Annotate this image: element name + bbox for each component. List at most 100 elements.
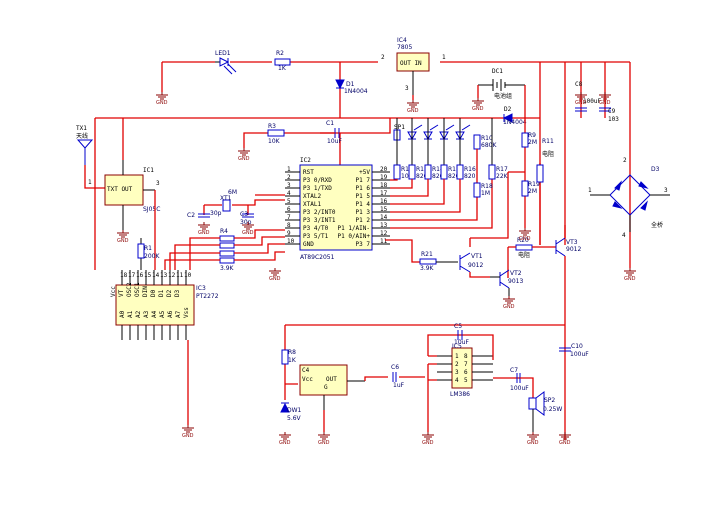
ic5-pin: 3: [455, 369, 459, 376]
ic2-pin-num: 3: [287, 182, 291, 189]
c2-ref: C2: [187, 212, 195, 219]
vt1-value: 9012: [468, 262, 483, 269]
r17-value: 22K: [496, 173, 509, 180]
decoder-ic3: IC3 PT2272 18VccA017VTA116OSC2A215OSC1A3…: [110, 270, 219, 340]
battery-dc1: DC1 电池组: [477, 68, 526, 118]
ic2-pin-num: 6: [287, 206, 291, 213]
r13-ref: R13: [416, 166, 428, 173]
r10-ref: R10: [481, 135, 493, 142]
ic2-pin-name: P1 3: [356, 209, 371, 216]
ic2-value: AT89C2051: [300, 254, 335, 261]
wires-r9: [470, 118, 541, 245]
r19-value: 2M: [528, 188, 537, 195]
ic2-pin-name: P1 7: [356, 177, 371, 184]
sp2-ref: SP2: [544, 397, 555, 404]
vt3-ref: VT3: [566, 239, 578, 246]
d2-ref: D2: [504, 106, 512, 113]
r14-value: 820: [432, 173, 444, 180]
capacitor-c9: C9 103: [599, 107, 619, 123]
ic2-pin-num: 17: [380, 190, 388, 197]
c6-ref: C6: [391, 364, 399, 371]
led-bar: SP1 R10 680K: [393, 124, 497, 150]
ground-icon: GND: [237, 147, 251, 162]
ic3-pin-num: 18: [120, 272, 128, 279]
resistor-r12: [393, 164, 401, 180]
ic2-pin-name: GND: [303, 241, 314, 248]
xt1-value: 6M: [228, 189, 237, 196]
ic3-pin-name: D0: [150, 289, 157, 297]
r12-ref: R12: [401, 166, 413, 173]
c10-ref: C10: [571, 343, 583, 350]
receiver-ic1: TXT OUT IC1 SJ05C 1 3: [88, 160, 160, 270]
d2-value: 1N4004: [503, 119, 527, 126]
led1-ref: LED1: [215, 50, 231, 57]
c8-ref: C8: [575, 81, 583, 88]
ic3-pin-name: A6: [167, 310, 174, 318]
r3-value: 10K: [268, 138, 281, 145]
ic2-pin-name: XTAL2: [303, 193, 321, 200]
ground-label: GND: [527, 440, 539, 446]
ic3-pin-name: A4: [151, 310, 158, 318]
r16-ref: R16: [464, 166, 476, 173]
d3-pin1: 1: [588, 187, 592, 194]
ground-icon: GND: [278, 431, 292, 446]
ground-label: GND: [599, 100, 611, 106]
ic2-pin-num: 7: [287, 214, 291, 221]
c9-ref: C9: [608, 108, 616, 115]
antenna-tx1: TX1 天线: [76, 125, 105, 189]
resistor-r9: R9 2M: [521, 132, 537, 148]
ground-label: GND: [472, 106, 484, 112]
r4-7-value: 3.9K: [220, 265, 235, 272]
ic5-pin: 5: [464, 377, 468, 384]
ground-icon: GND: [623, 267, 637, 282]
c6-value: 1uF: [393, 382, 405, 389]
ic5-pin: 1: [455, 353, 459, 360]
ground-icon: GND: [598, 91, 612, 106]
sp1-ref: SP1: [394, 124, 405, 131]
ground-icon: GND: [518, 227, 532, 242]
ic3-pin-name: OSC2: [126, 282, 133, 297]
r21-value: 3.9K: [420, 265, 435, 272]
ic2-pin-num: 10: [287, 238, 295, 245]
transistor-vt2: VT2 9013: [490, 269, 523, 296]
ic2-pin-num: 1: [287, 166, 291, 173]
ic3-pin-name: VT: [118, 289, 125, 297]
ground-label: GND: [503, 304, 515, 310]
ic1-value: SJ05C: [143, 206, 160, 213]
dw1-value: 5.6V: [287, 415, 302, 422]
ic2-pin-name: P3 5/T1: [303, 233, 329, 240]
ic2-pin-name: P3 0/RXD: [303, 177, 332, 184]
ic3-pin-num: 15: [144, 272, 152, 279]
r18-value: 1M: [481, 190, 490, 197]
c5-value: 10uF: [454, 339, 469, 346]
c10-value: 100uF: [570, 351, 589, 358]
resistor-r16: [456, 164, 464, 180]
ic2-pin-num: 20: [380, 166, 388, 173]
ic4-text: OUT IN: [400, 60, 422, 67]
vt2-value: 9013: [508, 278, 523, 285]
ic2-pin-num: 9: [287, 230, 291, 237]
ic2-pin-num: 2: [287, 174, 291, 181]
capacitor-c2: C2 30p: [187, 210, 222, 219]
c4-ref: C4: [302, 367, 310, 374]
ground-label: GND: [242, 230, 254, 236]
ic2-pin-name: +5V: [359, 169, 370, 176]
capacitor-c10: C10 100uF: [559, 343, 589, 358]
c3-value: 30p: [240, 219, 252, 226]
ic3-pin-num: 10: [184, 272, 192, 279]
ic2-pin-num: 12: [380, 230, 388, 237]
ic2-pin-name: P3 4/T0: [303, 225, 329, 232]
ic4-pin-out: 2: [381, 54, 385, 61]
ic2-pin-num: 14: [380, 214, 388, 221]
r3-ref: R3: [268, 123, 276, 130]
tx1-ref: TX1: [76, 125, 87, 132]
ic3-pin-name: A5: [159, 310, 166, 318]
c5-ref: C5: [454, 323, 462, 330]
ground-icon: GND: [421, 431, 435, 446]
r13-value: 820: [416, 173, 428, 180]
r9-value: 2M: [528, 139, 537, 146]
ic2-pin-name: P3 7: [356, 241, 371, 248]
transistor-vt1: VT1 9012: [459, 252, 490, 278]
r9-ref: R9: [528, 132, 536, 139]
ic2-pin-name: P3 2/INT0: [303, 209, 336, 216]
